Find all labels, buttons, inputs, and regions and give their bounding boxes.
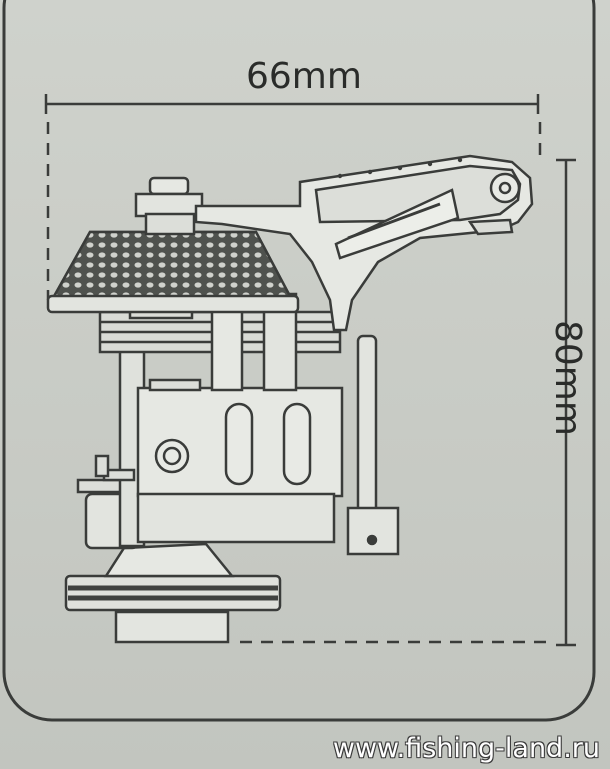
pot-support-arm xyxy=(346,334,400,556)
valve-housing xyxy=(76,348,344,550)
side-clip xyxy=(94,454,136,482)
watermark-text: www.fishing-land.ru xyxy=(332,733,600,764)
canister-connector xyxy=(64,542,282,644)
burner-head xyxy=(46,230,300,314)
folding-handle xyxy=(194,154,534,332)
frame-border xyxy=(2,0,596,722)
height-dimension xyxy=(240,158,576,647)
width-label: 66mm xyxy=(246,56,362,97)
width-dimension xyxy=(44,94,542,300)
height-label: 80mm xyxy=(547,320,588,436)
top-nut xyxy=(134,176,204,236)
